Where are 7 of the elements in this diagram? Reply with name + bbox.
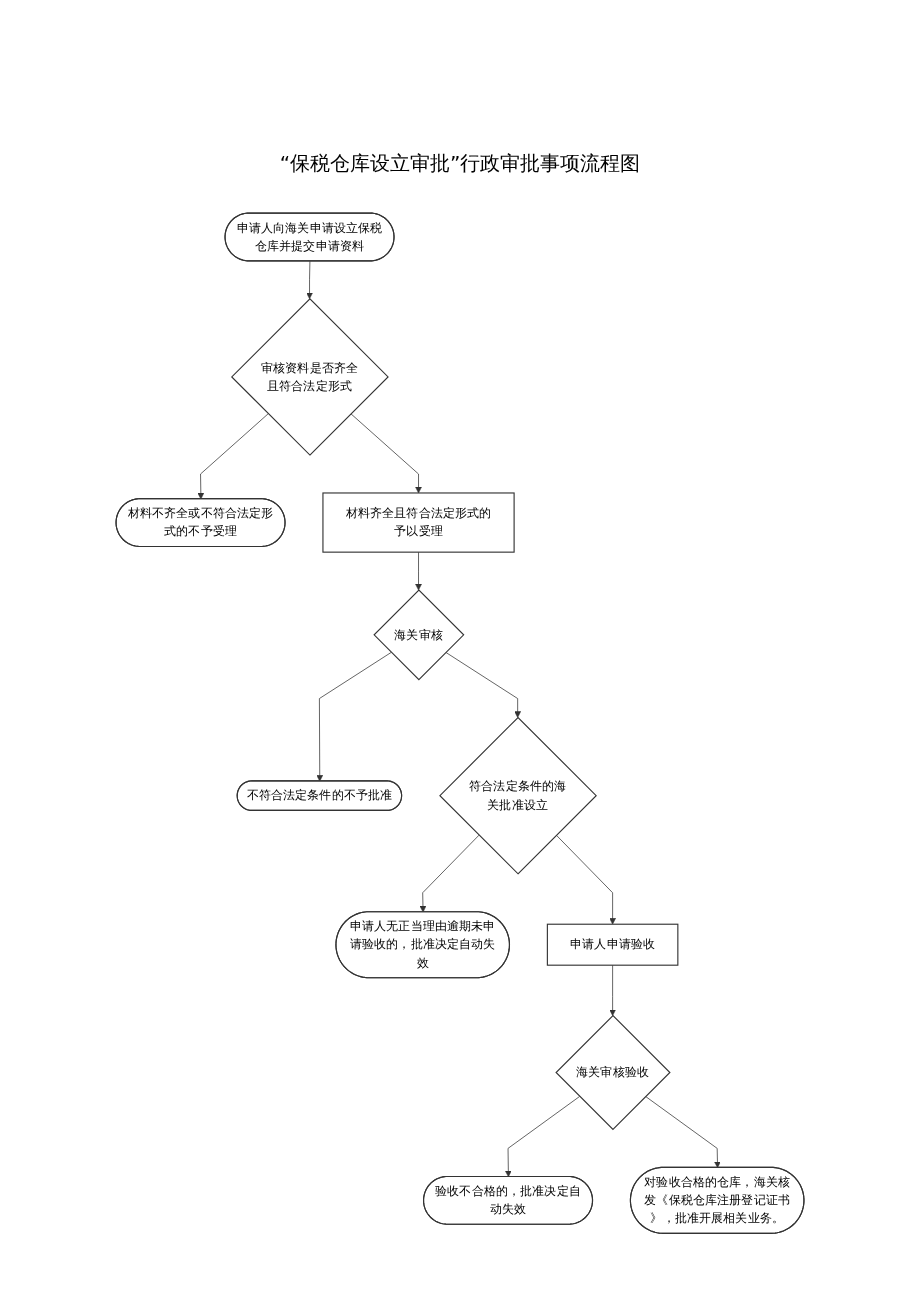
node-diamond: 符合法定条件的海关批准设立	[439, 716, 597, 875]
node-box: 材料齐全且符合法定形式的予以受理	[322, 492, 515, 553]
node-diamond: 审核资料是否齐全且符合法定形式	[230, 298, 389, 456]
node-box: 申请人申请验收	[546, 923, 679, 966]
node-diamond: 海关审核	[373, 589, 465, 681]
diagram-title: “保税仓库设立审批”行政审批事项流程图	[278, 150, 642, 177]
node-diamond: 海关审核验收	[555, 1014, 671, 1131]
